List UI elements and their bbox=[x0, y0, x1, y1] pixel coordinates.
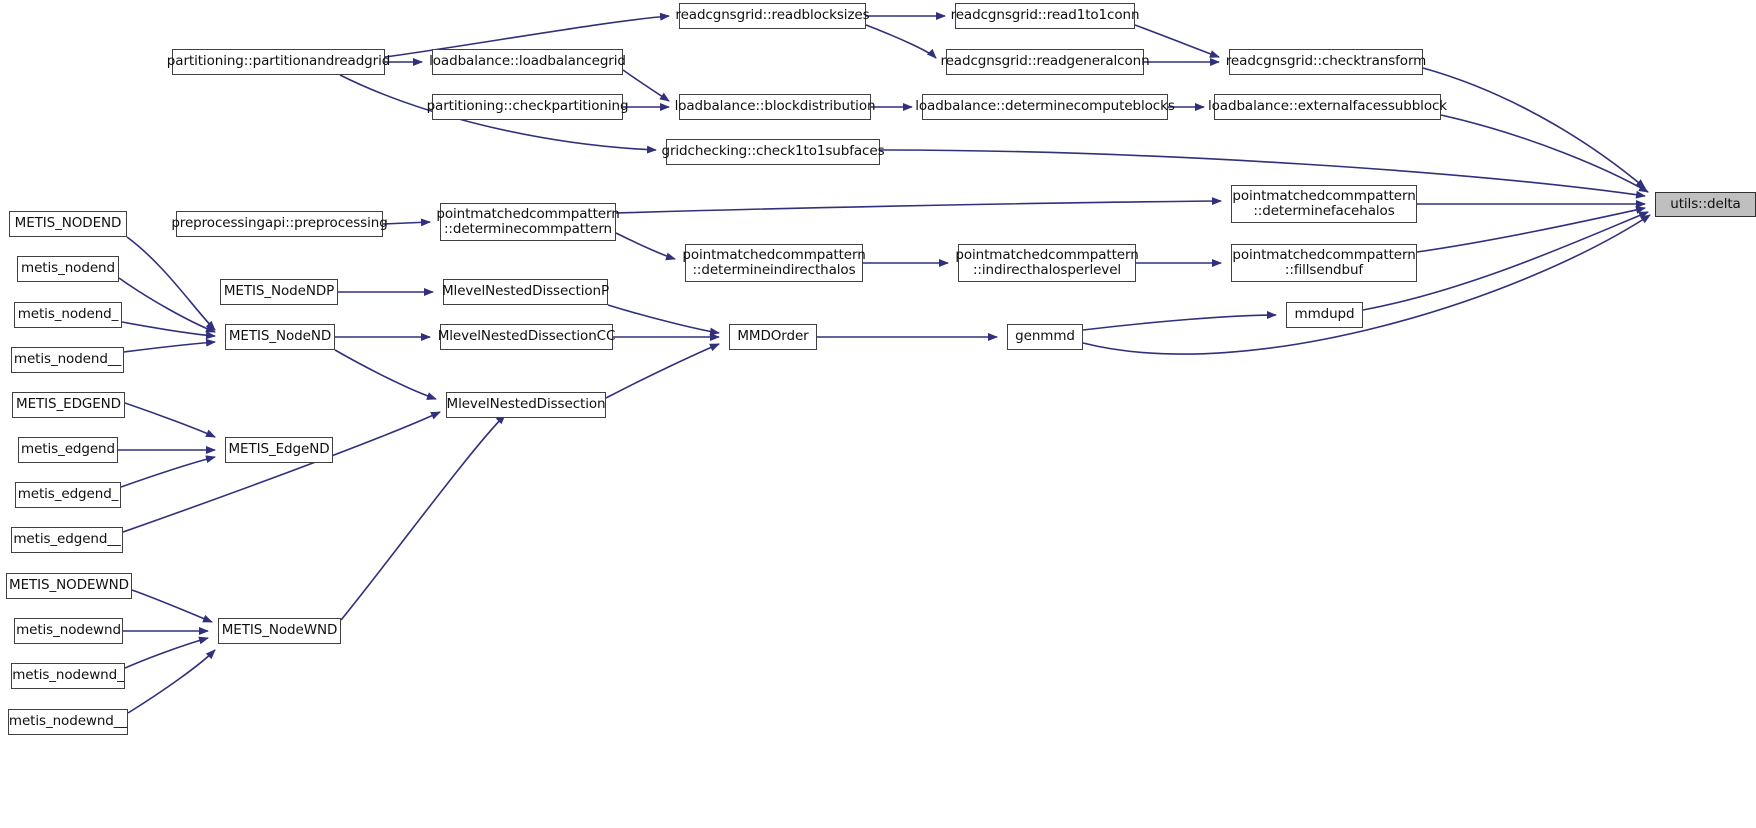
graph-node-loadbalance-blockdistribution[interactable]: loadbalance::blockdistribution bbox=[675, 94, 876, 120]
graph-node-loadbalance-determinecomputeblocks[interactable]: loadbalance::determinecomputeblocks bbox=[915, 94, 1175, 120]
graph-node-metis-nodewnd[interactable]: METIS_NODEWND bbox=[6, 573, 132, 599]
graph-node-metis-nodend[interactable]: metis_nodend bbox=[17, 256, 119, 282]
graph-edges bbox=[118, 12, 1651, 714]
graph-node-loadbalance-externalfacessubblock[interactable]: loadbalance::externalfacessubblock bbox=[1208, 94, 1447, 120]
graph-edge bbox=[622, 69, 670, 102]
graph-node-readcgnsgrid-readgeneralconn[interactable]: readcgnsgrid::readgeneralconn bbox=[940, 49, 1150, 75]
graph-node-metis-nodewnd[interactable]: metis_nodewnd__ bbox=[8, 709, 128, 735]
graph-node-loadbalance-loadbalancegrid[interactable]: loadbalance::loadbalancegrid bbox=[429, 49, 626, 75]
graph-edge bbox=[122, 411, 441, 533]
graph-node-mmdorder[interactable]: MMDOrder bbox=[729, 324, 817, 350]
graph-node-metis-nodewnd[interactable]: METIS_NodeWND bbox=[218, 618, 341, 644]
graph-edge bbox=[334, 349, 437, 400]
graph-node-metis-nodewnd[interactable]: metis_nodewnd bbox=[14, 618, 123, 644]
graph-node-mlevelnesteddissection[interactable]: MlevelNestedDissection bbox=[446, 392, 606, 418]
graph-node-gridchecking-check1to1subfaces[interactable]: gridchecking::check1to1subfaces bbox=[661, 139, 885, 165]
graph-edge bbox=[382, 218, 431, 227]
graph-node-metis-nodend[interactable]: metis_nodend__ bbox=[11, 347, 124, 373]
graph-edge bbox=[615, 232, 676, 261]
graph-edge bbox=[123, 338, 216, 353]
graph-edge bbox=[1082, 311, 1277, 331]
graph-node-preprocessingapi-preprocessing[interactable]: preprocessingapi::preprocessing bbox=[171, 211, 388, 237]
graph-edge bbox=[1422, 67, 1646, 189]
graph-node-mlevelnesteddissectionp[interactable]: MlevelNestedDissectionP bbox=[442, 279, 609, 305]
graph-edge bbox=[340, 414, 506, 621]
graph-node-metis-edgend[interactable]: METIS_EdgeND bbox=[225, 437, 333, 463]
graph-node-pointmatchedcommpattern-indirecthalosperlevel[interactable]: pointmatchedcommpattern ::indirecthalosp… bbox=[955, 244, 1139, 282]
graph-edge bbox=[127, 649, 216, 714]
graph-edge bbox=[1416, 206, 1646, 253]
graph-edge bbox=[615, 197, 1222, 214]
graph-edge bbox=[118, 277, 216, 333]
graph-node-pointmatchedcommpattern-fillsendbuf[interactable]: pointmatchedcommpattern ::fillsendbuf bbox=[1231, 244, 1417, 282]
graph-edge bbox=[1440, 114, 1649, 193]
graph-edge bbox=[126, 236, 216, 331]
graph-edge bbox=[131, 589, 213, 623]
graph-node-metis-edgend[interactable]: metis_edgend__ bbox=[11, 527, 123, 553]
graph-node-utils-delta[interactable]: utils::delta bbox=[1655, 192, 1756, 217]
graph-node-partitioning-checkpartitioning[interactable]: partitioning::checkpartitioning bbox=[427, 94, 629, 120]
graph-node-metis-edgend[interactable]: metis_edgend bbox=[18, 437, 118, 463]
graph-edge bbox=[121, 321, 216, 340]
graph-node-metis-edgend[interactable]: METIS_EDGEND bbox=[12, 392, 125, 418]
graph-edge bbox=[124, 402, 216, 438]
graph-edge bbox=[605, 343, 720, 399]
graph-node-readcgnsgrid-checktransform[interactable]: readcgnsgrid::checktransform bbox=[1226, 49, 1426, 75]
graph-node-mlevelnesteddissectioncc[interactable]: MlevelNestedDissectionCC bbox=[438, 324, 615, 350]
graph-node-metis-nodewnd[interactable]: metis_nodewnd_ bbox=[11, 663, 125, 689]
graph-node-readcgnsgrid-readblocksizes[interactable]: readcgnsgrid::readblocksizes bbox=[675, 3, 870, 29]
graph-node-readcgnsgrid-read1to1conn[interactable]: readcgnsgrid::read1to1conn bbox=[951, 3, 1140, 29]
graph-node-metis-edgend[interactable]: metis_edgend_ bbox=[15, 482, 121, 508]
graph-node-pointmatchedcommpattern-determineindirecthalos[interactable]: pointmatchedcommpattern ::determineindir… bbox=[682, 244, 866, 282]
graph-edge bbox=[607, 304, 720, 336]
graph-edge bbox=[120, 455, 216, 488]
graph-node-genmmd[interactable]: genmmd bbox=[1007, 324, 1083, 350]
graph-node-metis-nodend[interactable]: METIS_NodeND bbox=[225, 324, 335, 350]
graph-node-partitioning-partitionandreadgrid[interactable]: partitioning::partitionandreadgrid bbox=[167, 49, 390, 75]
graph-edge bbox=[1082, 214, 1651, 355]
graph-edge bbox=[1134, 24, 1220, 58]
graph-node-metis-nodendp[interactable]: METIS_NodeNDP bbox=[220, 279, 338, 305]
graph-edge bbox=[124, 636, 209, 669]
graph-edge bbox=[865, 24, 937, 59]
graph-node-pointmatchedcommpattern-determinefacehalos[interactable]: pointmatchedcommpattern ::determinefaceh… bbox=[1231, 185, 1417, 223]
graph-node-metis-nodend[interactable]: metis_nodend_ bbox=[14, 302, 122, 328]
graph-node-metis-nodend[interactable]: METIS_NODEND bbox=[9, 211, 127, 237]
graph-node-mmdupd[interactable]: mmdupd bbox=[1286, 302, 1363, 328]
graph-node-pointmatchedcommpattern-determinecommpattern[interactable]: pointmatchedcommpattern ::determinecommp… bbox=[436, 203, 620, 241]
